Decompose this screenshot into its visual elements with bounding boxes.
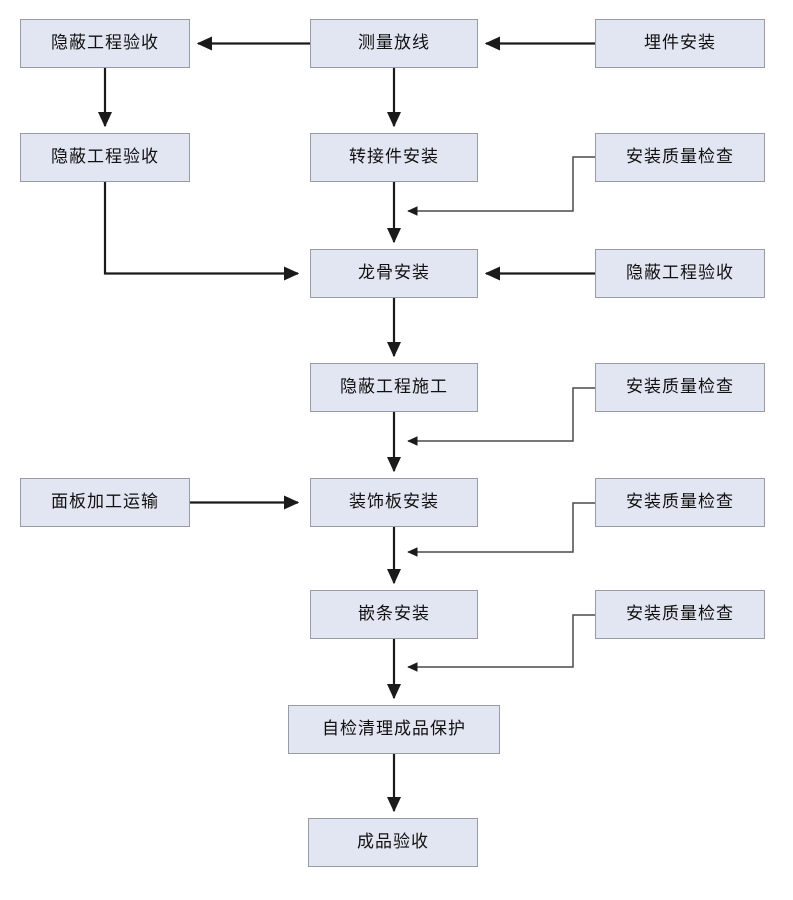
node-label: 安装质量检查 (626, 377, 734, 397)
node-anzhuang-zhiliang-jiancha-4[interactable]: 安装质量检查 (595, 590, 765, 639)
node-maijian-anzhuang[interactable]: 埋件安装 (595, 19, 765, 68)
node-label: 装饰板安装 (349, 492, 439, 512)
node-label: 安装质量检查 (626, 492, 734, 512)
node-anzhuang-zhiliang-jiancha-2[interactable]: 安装质量检查 (595, 363, 765, 412)
node-yinbi-gongcheng-yanshou-2[interactable]: 隐蔽工程验收 (20, 133, 190, 182)
node-yinbi-gongcheng-yanshou-1[interactable]: 隐蔽工程验收 (20, 19, 190, 68)
node-label: 测量放线 (358, 33, 430, 53)
node-label: 隐蔽工程施工 (340, 377, 448, 397)
node-zijian-qingli-chengpin-baohu[interactable]: 自检清理成品保护 (288, 705, 500, 754)
node-label: 龙骨安装 (358, 263, 430, 283)
node-yinbi-gongcheng-shigong[interactable]: 隐蔽工程施工 (310, 363, 478, 412)
node-label: 转接件安装 (349, 147, 439, 167)
node-label: 安装质量检查 (626, 604, 734, 624)
node-label: 安装质量检查 (626, 147, 734, 167)
node-yinbi-gongcheng-yanshou-3[interactable]: 隐蔽工程验收 (595, 249, 765, 298)
node-longgu-anzhuang[interactable]: 龙骨安装 (310, 249, 478, 298)
node-anzhuang-zhiliang-jiancha-1[interactable]: 安装质量检查 (595, 133, 765, 182)
node-chengpin-yanshou[interactable]: 成品验收 (308, 818, 478, 867)
node-zhuangshiban-anzhuang[interactable]: 装饰板安装 (310, 478, 478, 527)
node-label: 隐蔽工程验收 (626, 263, 734, 283)
node-label: 隐蔽工程验收 (51, 33, 159, 53)
node-label: 隐蔽工程验收 (51, 147, 159, 167)
node-celiang-fangxian[interactable]: 测量放线 (310, 19, 478, 68)
node-mianban-jiagong-yunshu[interactable]: 面板加工运输 (20, 478, 190, 527)
node-label: 面板加工运输 (51, 492, 159, 512)
node-label: 嵌条安装 (358, 604, 430, 624)
node-qiantiao-anzhuang[interactable]: 嵌条安装 (310, 590, 478, 639)
edge-yinbi2-to-longgu (103, 182, 300, 281)
node-label: 成品验收 (357, 832, 429, 852)
node-anzhuang-zhiliang-jiancha-3[interactable]: 安装质量检查 (595, 478, 765, 527)
node-zhuanjiejian-anzhuang[interactable]: 转接件安装 (310, 133, 478, 182)
node-label: 埋件安装 (644, 33, 716, 53)
node-label: 自检清理成品保护 (322, 719, 466, 739)
